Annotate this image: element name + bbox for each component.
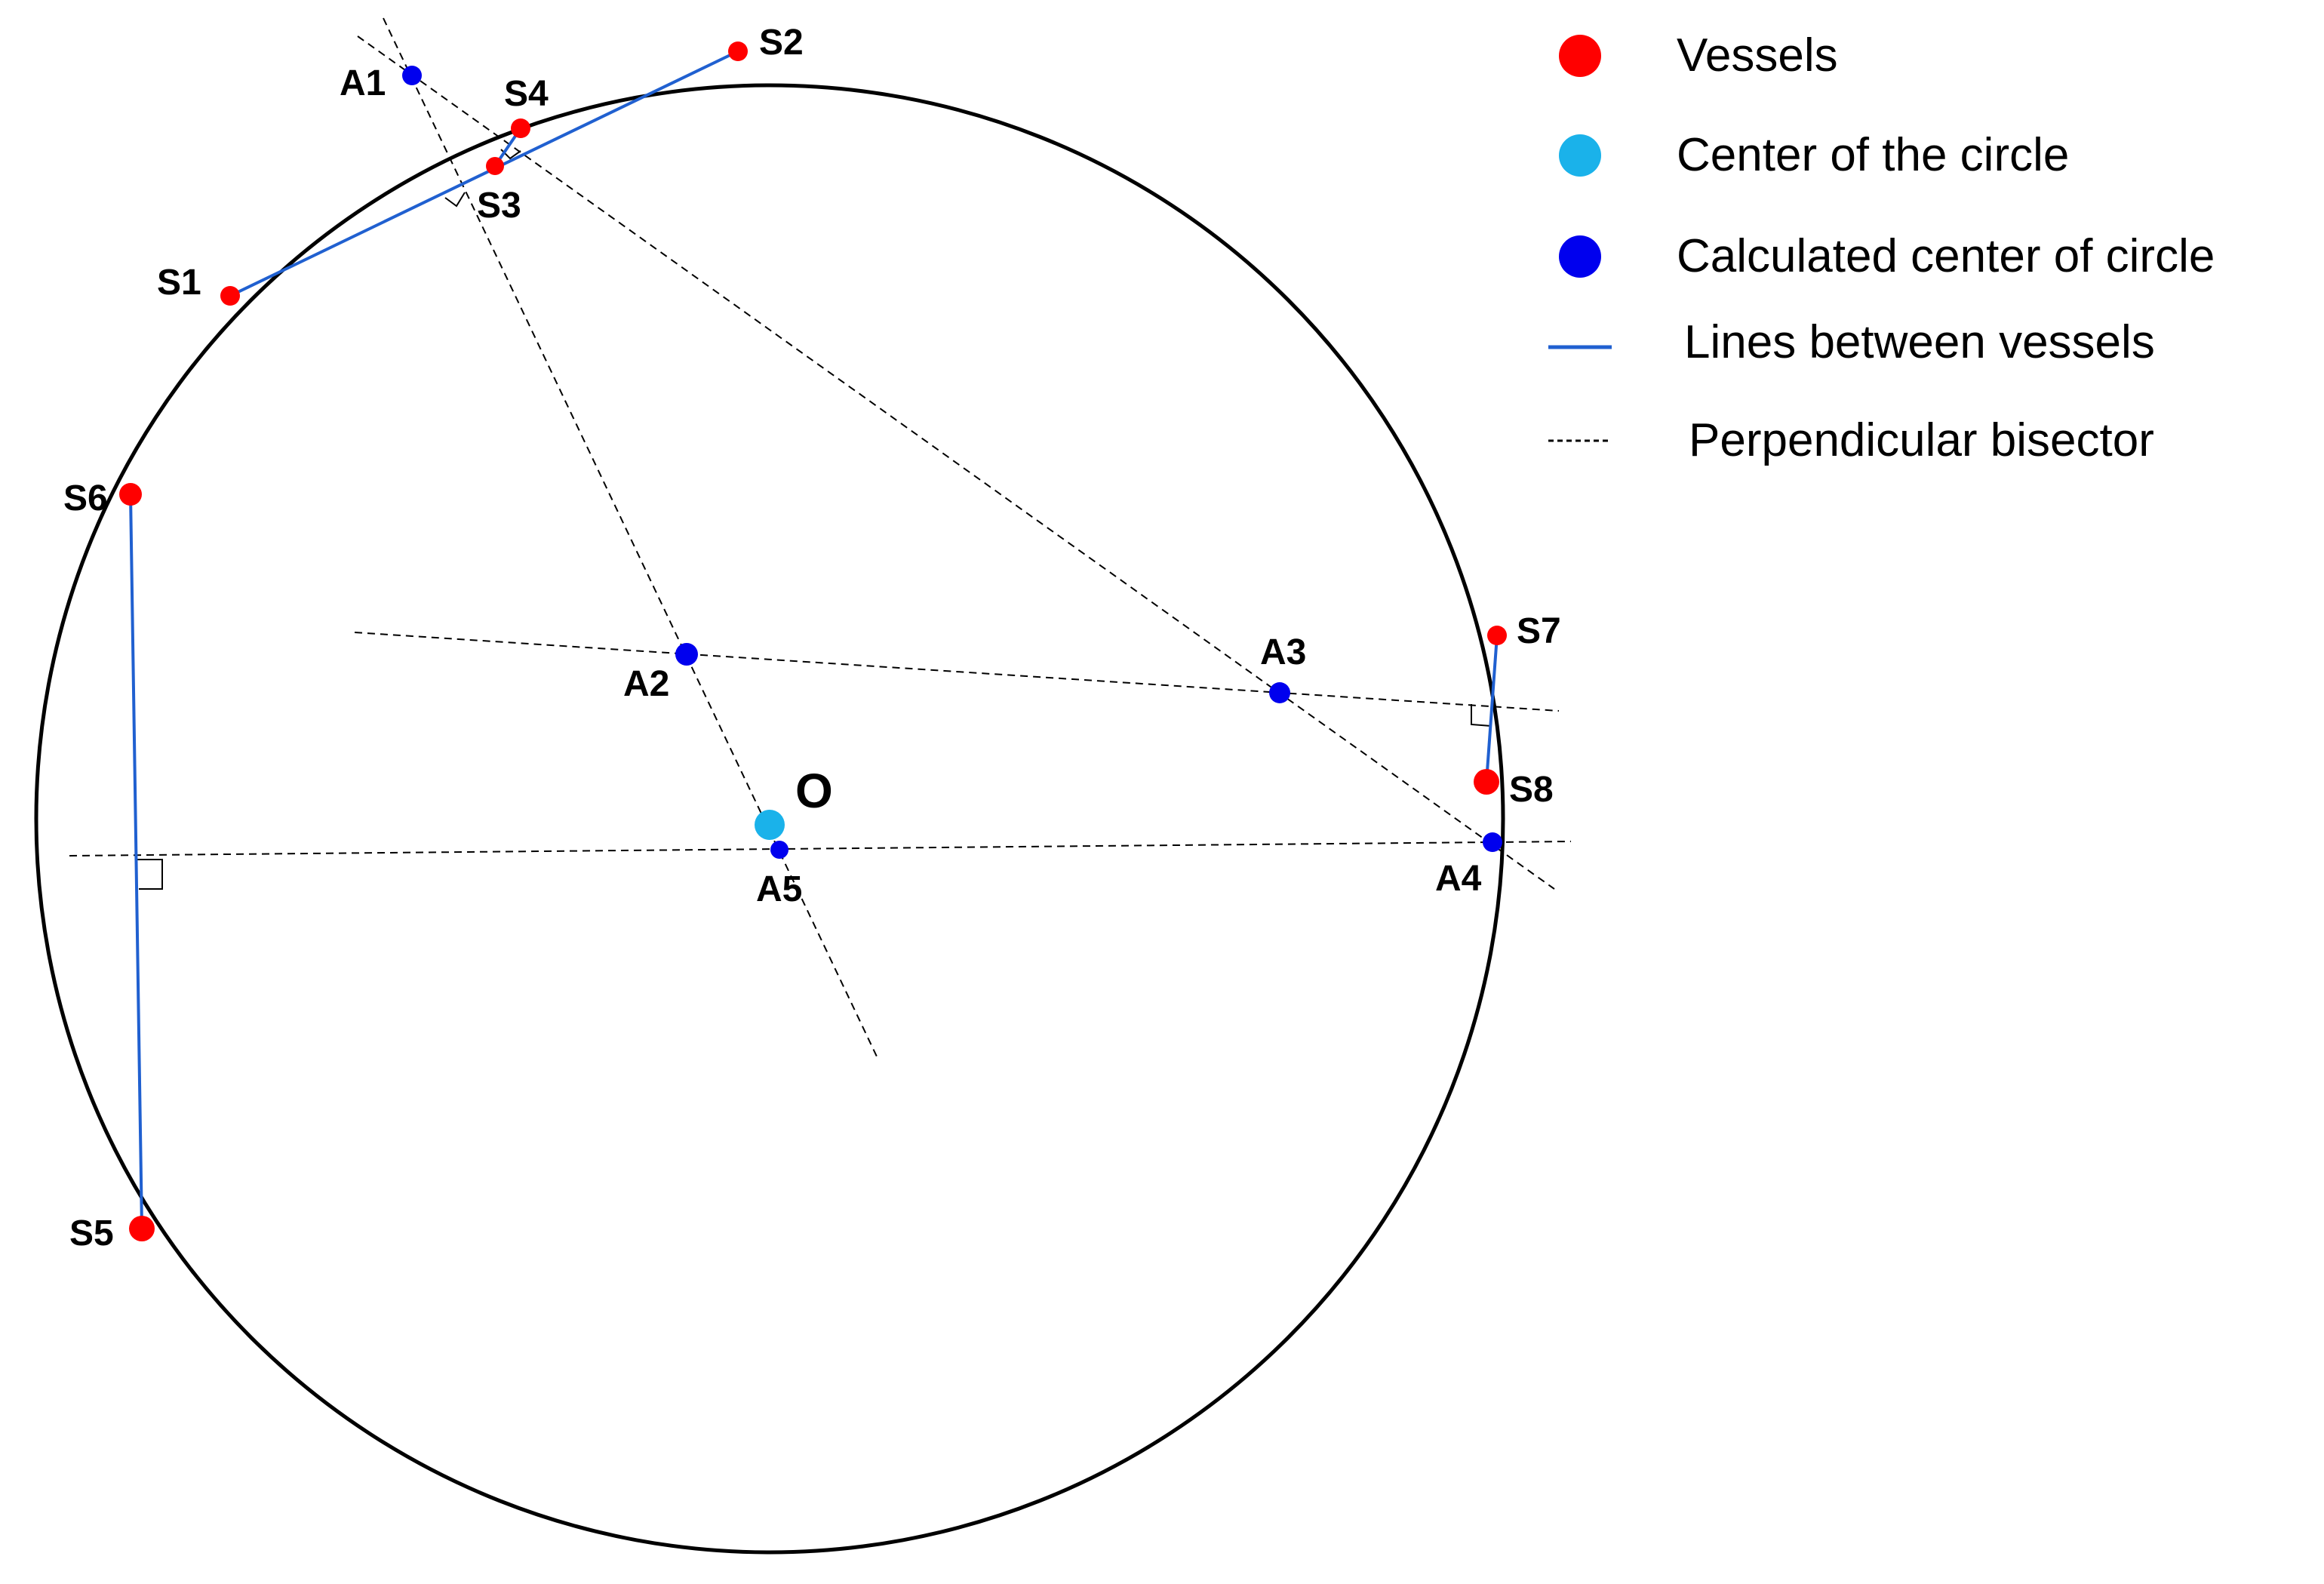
legend-calculated-marker [1559, 235, 1601, 278]
bisector-s1-s2 [383, 17, 878, 1057]
legend-bisector-label: Perpendicular bisector [1689, 414, 2154, 466]
label-a4: A4 [1435, 859, 1482, 899]
calculated-center-a5 [770, 841, 788, 859]
vessel-points [119, 42, 1507, 1241]
center-of-circle-o [755, 810, 785, 840]
calculated-center-a2 [675, 643, 698, 666]
right-angle-marker-s7-s8 [1471, 704, 1492, 727]
legend-vessel-marker [1559, 35, 1601, 77]
legend-center-marker [1559, 134, 1601, 177]
label-a3: A3 [1260, 632, 1306, 672]
vessel-s5 [129, 1216, 155, 1241]
vessel-s2 [728, 42, 748, 61]
right-angle-marker-s1-s2 [444, 192, 466, 208]
boundary-circle [34, 83, 1505, 1555]
calculated-center-a4 [1483, 832, 1502, 852]
connector-s7-s8 [1485, 635, 1499, 783]
label-s8: S8 [1509, 770, 1554, 810]
vessel-s6 [119, 483, 142, 506]
label-s3: S3 [477, 186, 521, 226]
vessel-s3 [486, 157, 504, 175]
legend-center-label: Center of the circle [1677, 129, 2069, 181]
vessel-connectors [129, 50, 1499, 1229]
perpendicular-bisectors [69, 17, 1572, 1057]
legend: Vessels Center of the circle Calculated … [1548, 29, 2215, 466]
legend-vessels-label: Vessels [1677, 29, 1838, 82]
label-s2: S2 [759, 23, 804, 63]
bisector-s7-s8 [354, 632, 1560, 712]
label-a1: A1 [340, 63, 386, 103]
label-s7: S7 [1517, 611, 1561, 651]
calculated-center-a1 [402, 66, 422, 85]
vessel-s1 [220, 286, 240, 306]
label-o: O [795, 764, 833, 818]
vessel-s8 [1474, 769, 1499, 795]
bisector-s3-s4 [357, 35, 1555, 890]
point-labels: S1 S2 S3 S4 S5 S6 S7 S8 A1 A2 A3 A4 A5 O [63, 23, 1561, 1253]
vessel-s4 [511, 118, 530, 138]
label-s6: S6 [63, 478, 108, 518]
label-a5: A5 [756, 869, 802, 909]
vessel-s7 [1487, 626, 1507, 645]
calculated-center-a3 [1269, 682, 1290, 703]
connector-s1-s2 [229, 50, 739, 297]
legend-calculated-label: Calculated center of circle [1677, 230, 2215, 282]
label-s5: S5 [69, 1213, 114, 1253]
label-s4: S4 [504, 74, 549, 114]
bisector-s5-s6 [69, 841, 1572, 857]
label-s1: S1 [157, 263, 201, 303]
connector-s5-s6 [129, 494, 143, 1229]
legend-lines-label: Lines between vessels [1684, 316, 2155, 368]
right-angle-marker-s5-s6 [137, 859, 163, 890]
calculated-center-points [402, 66, 1502, 859]
label-a2: A2 [623, 664, 669, 704]
